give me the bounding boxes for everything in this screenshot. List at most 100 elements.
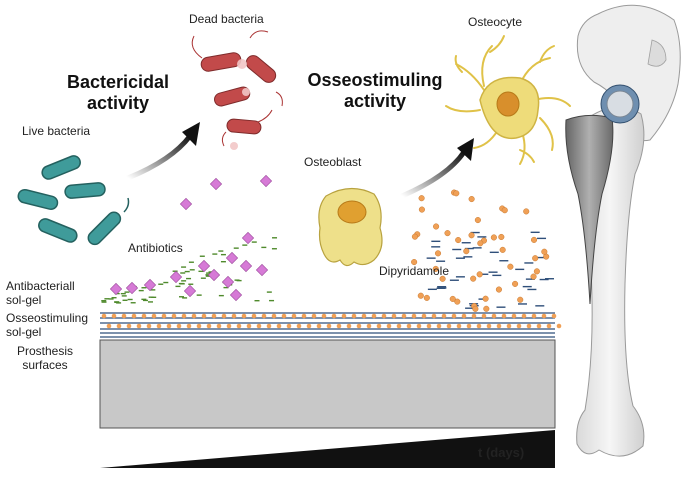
layer-dot xyxy=(511,313,517,319)
layer-dot xyxy=(416,323,422,329)
layer-dot xyxy=(361,313,367,319)
layer-dot xyxy=(391,313,397,319)
osteocyte-icon xyxy=(445,35,571,165)
label-dipyridamole: Dipyridamole xyxy=(379,264,450,278)
antibiotic-diamond xyxy=(125,281,139,295)
dead-bacteria-icon xyxy=(191,30,283,150)
dipyridamole-dot xyxy=(444,230,451,237)
layer-dot xyxy=(521,313,527,319)
antibiotic-diamond xyxy=(241,231,255,245)
layer-dot xyxy=(186,323,192,329)
layer-dot xyxy=(111,313,117,319)
layer-dot xyxy=(236,323,242,329)
layer-dot xyxy=(341,313,347,319)
layer-dot xyxy=(386,323,392,329)
layer-dot xyxy=(406,323,412,329)
layer-dot xyxy=(466,323,472,329)
antibiotic-diamond xyxy=(259,174,273,188)
layer-dot xyxy=(421,313,427,319)
layer-dot xyxy=(331,313,337,319)
layer-dot xyxy=(431,313,437,319)
layer-dot xyxy=(516,323,522,329)
layer-dot xyxy=(346,323,352,329)
dipyridamole-dot xyxy=(468,196,475,203)
osseostimuling-arrowhead xyxy=(457,138,474,161)
dipyridamole-dot xyxy=(418,206,425,213)
layer-dot xyxy=(276,323,282,329)
layer-dot xyxy=(316,323,322,329)
dipyridamole-dot xyxy=(483,305,490,312)
osseostimuling-arrow xyxy=(399,149,467,199)
layer-dot xyxy=(301,313,307,319)
layer-dot xyxy=(356,323,362,329)
layer-dot xyxy=(291,313,297,319)
dipyridamole-dot xyxy=(477,240,484,247)
antibiotic-diamonds xyxy=(109,174,273,302)
antibiotic-diamond xyxy=(255,263,269,277)
layer-dot xyxy=(281,313,287,319)
layer-dot xyxy=(151,313,157,319)
dipyridamole-dot xyxy=(455,237,462,244)
layer-dot xyxy=(401,313,407,319)
bactericidal-arrow xyxy=(125,133,193,181)
dipyridamole-dot xyxy=(517,296,524,303)
dipyridamole-dot xyxy=(530,273,537,280)
layer-dot xyxy=(476,323,482,329)
layer-dot xyxy=(176,323,182,329)
antibiotic-diamond xyxy=(179,197,193,211)
femur-prosthesis-icon xyxy=(565,4,681,457)
layer-dot xyxy=(211,313,217,319)
dipyridamole-dot xyxy=(490,234,497,241)
layer-dot xyxy=(456,323,462,329)
dipyridamole-dot xyxy=(498,233,505,241)
antibiotic-diamond xyxy=(239,259,253,273)
layer-dot xyxy=(551,313,557,319)
osseostimuling-layers xyxy=(100,312,555,338)
dipyridamole-dot xyxy=(523,208,530,215)
layer-dot xyxy=(171,313,177,319)
antibiotic-diamond xyxy=(229,288,243,302)
layer-dot xyxy=(271,313,277,319)
time-wedge xyxy=(100,430,555,468)
layer-dot xyxy=(136,323,142,329)
dipyridamole-dot xyxy=(474,217,481,224)
layer-dot xyxy=(501,313,507,319)
dipyridamole-dot xyxy=(454,298,461,305)
layer-dot xyxy=(311,313,317,319)
label-osteocyte: Osteocyte xyxy=(468,15,523,29)
antibiotic-diamond xyxy=(169,270,183,284)
layer-dot xyxy=(261,313,267,319)
layer-dot xyxy=(336,323,342,329)
dipyridamole-dot xyxy=(432,265,439,272)
layer-dot xyxy=(496,323,502,329)
dipyridamole-dot xyxy=(512,280,519,287)
layer-dot xyxy=(546,323,552,329)
layer-dot xyxy=(141,313,147,319)
label-osseostimuling-activity: Osseostimuling activity xyxy=(307,70,443,111)
antibiotic-diamond xyxy=(197,259,211,273)
layer-dot xyxy=(126,323,132,329)
layer-dot xyxy=(201,313,207,319)
label-live-bacteria: Live bacteria xyxy=(22,124,91,138)
live-bacteria-icon xyxy=(17,155,130,246)
dipyridamole-dot xyxy=(470,275,477,282)
antibiotic-diamond xyxy=(143,278,157,292)
layer-dot xyxy=(286,323,292,329)
label-osseostimuling-solgel: Osseostimuling sol-gel xyxy=(6,311,89,339)
dipyridamole-dot xyxy=(495,286,502,293)
dipyridamole-dot xyxy=(417,292,424,299)
dipyridamole-dot xyxy=(472,305,479,312)
layer-dot xyxy=(411,313,417,319)
dipyridamole-dot xyxy=(499,246,506,253)
label-dead-bacteria: Dead bacteria xyxy=(189,12,264,26)
layer-dot xyxy=(446,323,452,329)
layer-dot xyxy=(206,323,212,329)
layer-dot xyxy=(221,313,227,319)
label-prosthesis-surfaces: Prosthesis surfaces xyxy=(17,344,74,372)
layer-dot xyxy=(396,323,402,329)
layer-dot xyxy=(231,313,237,319)
label-time-axis: t (days) xyxy=(478,445,525,460)
layer-dot xyxy=(181,313,187,319)
dipyridamole-dot xyxy=(434,250,442,257)
